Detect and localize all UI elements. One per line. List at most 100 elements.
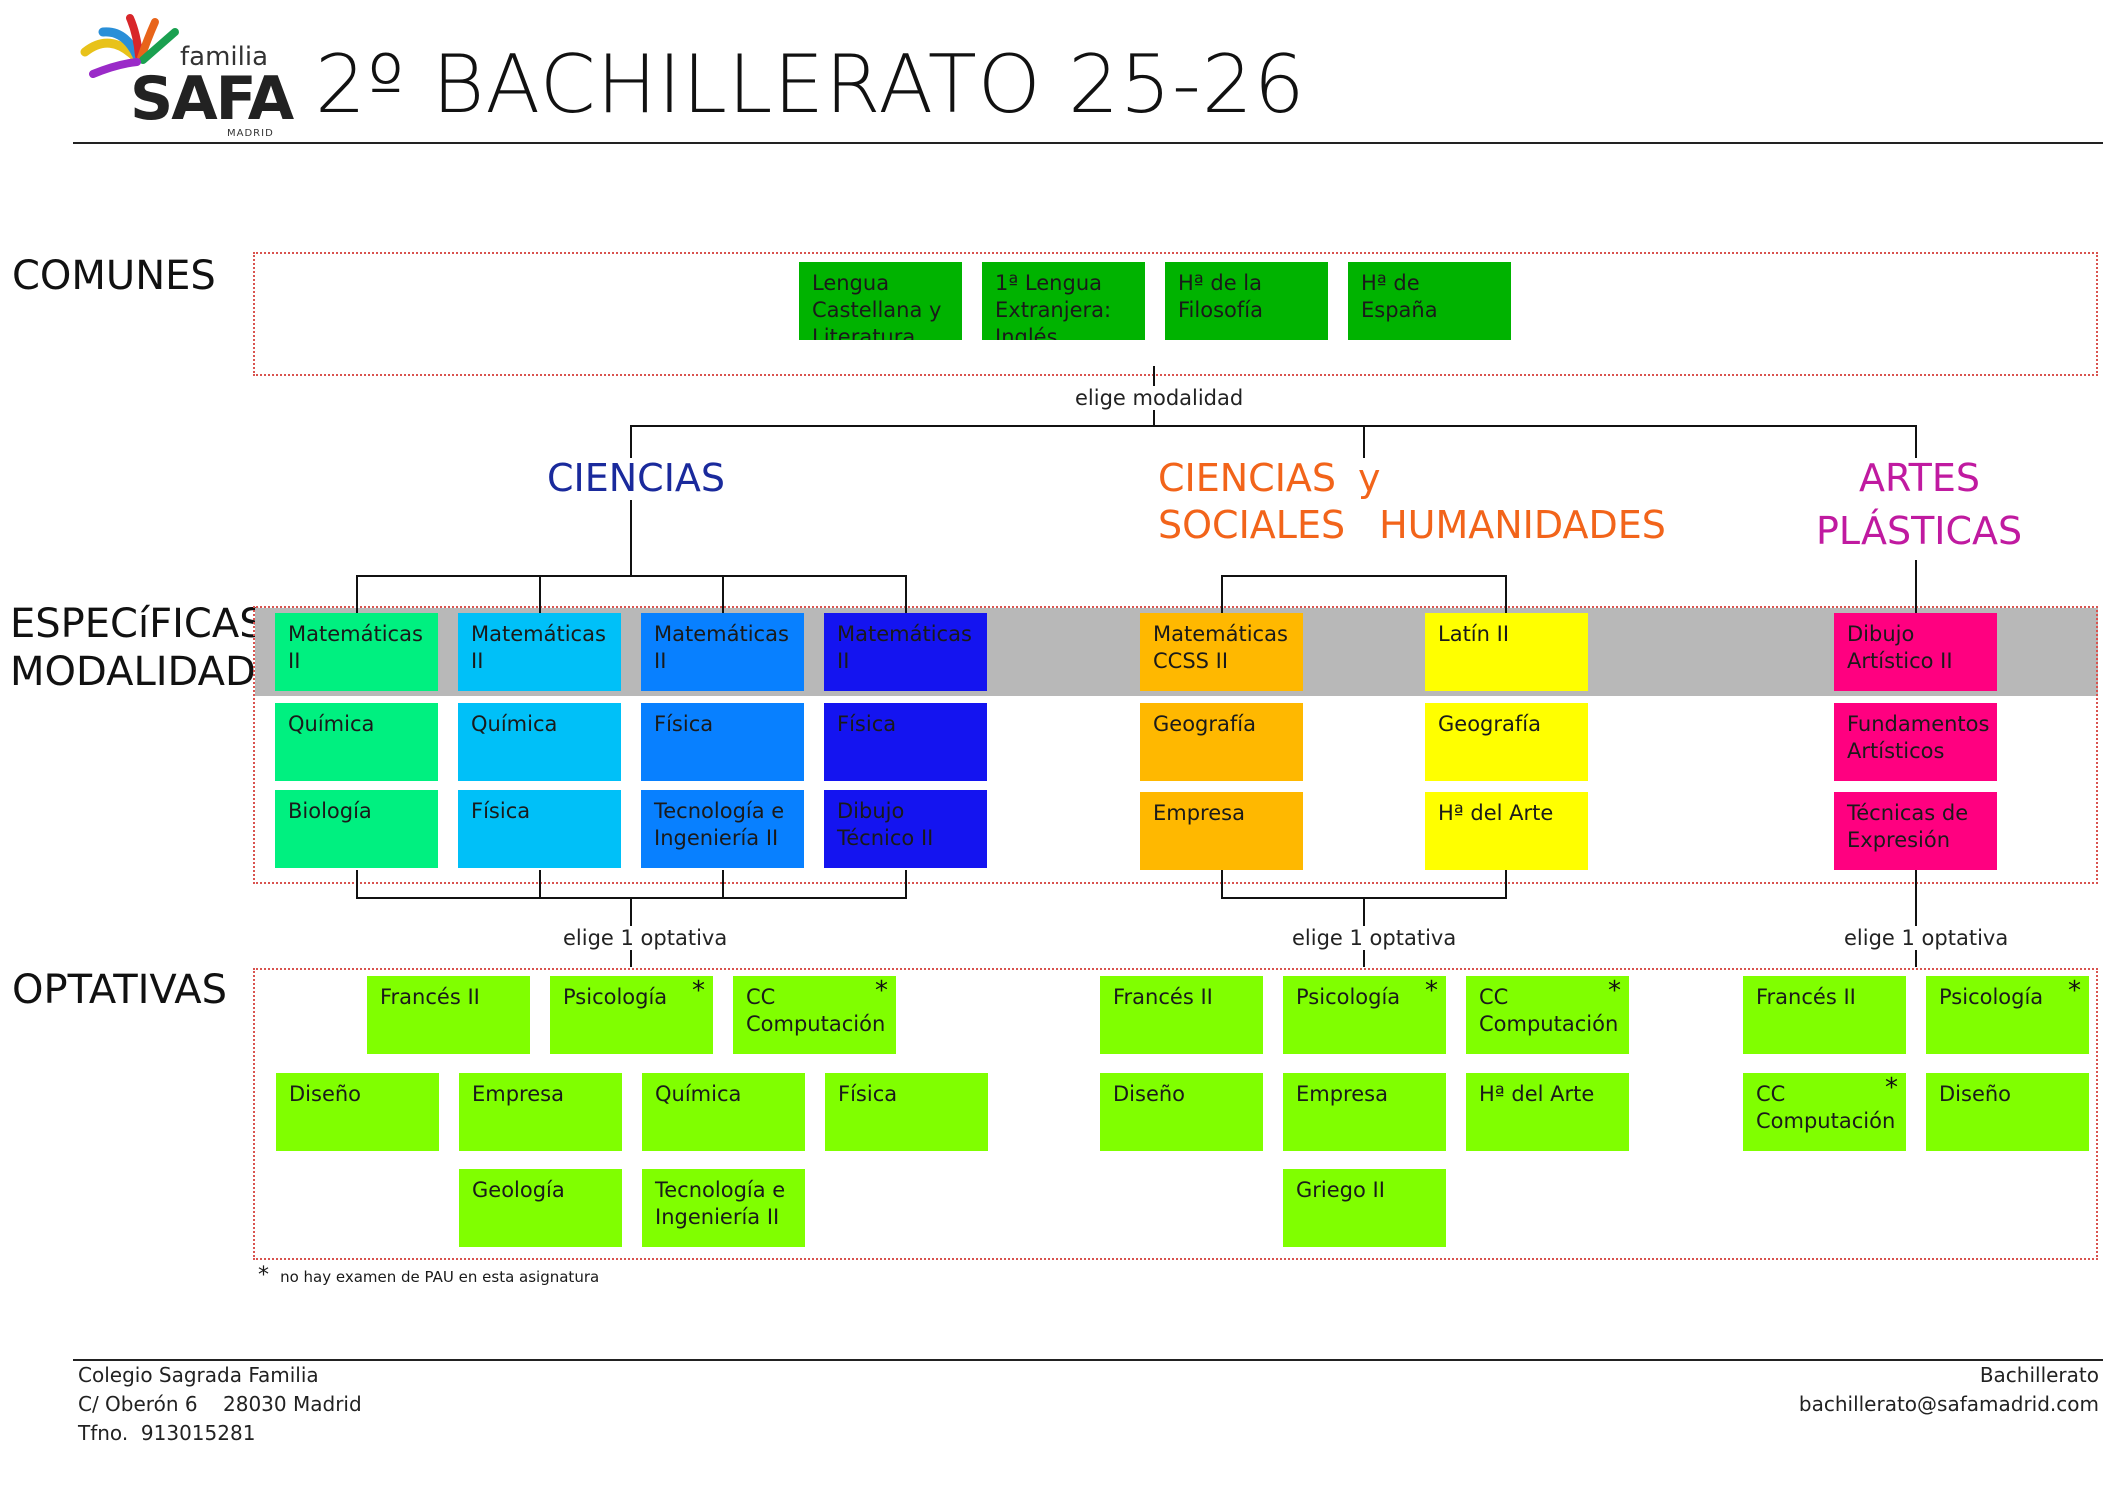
section-especificas-line1: ESPECíFICAS (10, 601, 265, 647)
esp-art-row2-label: Fundamentos Artísticos (1847, 712, 1990, 763)
esp-c1-row2-label: Química (288, 712, 375, 736)
comun-historia: Hª de España (1348, 262, 1511, 340)
opt-cie-diseno: Diseño (276, 1073, 439, 1151)
opt-art-frances: Francés II (1743, 976, 1906, 1054)
opt-cie-fisica: Física (825, 1073, 988, 1151)
connector-ciencias-drop (630, 425, 632, 458)
opt-ccss-historia-arte-label: Hª del Arte (1479, 1082, 1595, 1106)
footnote-star: * (258, 1263, 269, 1288)
esp-c1-row1: Matemáticas II (275, 613, 438, 691)
esp-c2-row1: Matemáticas II (458, 613, 621, 691)
esp-soc-row3: Empresa (1140, 792, 1303, 870)
safa-logo: familia SAFA MADRID (75, 12, 294, 140)
logo-familia-text: familia (180, 42, 269, 72)
esp-c2-row3-label: Física (471, 799, 531, 823)
opt-ccss-empresa-label: Empresa (1296, 1082, 1388, 1106)
connector-bottom-c3 (722, 870, 724, 899)
opt-cie-frances: Francés II (367, 976, 530, 1054)
opt-ccss-diseno: Diseño (1100, 1073, 1263, 1151)
section-optativas-label: OPTATIVAS (12, 967, 227, 1013)
connector-ciencias-c1 (356, 575, 358, 613)
opt-ccss-griego: Griego II (1283, 1169, 1446, 1247)
logo-brush-icon (80, 14, 179, 78)
connector-ccss-drop (1363, 425, 1365, 458)
esp-c3-row3-label: Tecnología e Ingeniería II (654, 799, 785, 850)
esp-c2-row2: Química (458, 703, 621, 781)
connector-bottom-c2 (539, 870, 541, 899)
opt-art-diseno: Diseño (1926, 1073, 2089, 1151)
opt-cie-empresa-label: Empresa (472, 1082, 564, 1106)
connector-ccss-bar (1221, 575, 1507, 577)
opt-art-diseno-label: Diseño (1939, 1082, 2012, 1106)
section-comunes-label: COMUNES (12, 253, 216, 299)
footnote-text: no hay examen de PAU en esta asignatura (280, 1268, 600, 1286)
opt-cie-computacion-star: * (875, 976, 888, 1006)
opt-art-computacion-label: CC Computación (1756, 1082, 1896, 1133)
esp-soc-row2: Geografía (1140, 703, 1303, 781)
opt-art-frances-label: Francés II (1756, 985, 1856, 1009)
esp-soc-row2-label: Geografía (1153, 712, 1256, 736)
logo-safa-text: SAFA (130, 64, 294, 134)
connector-bottom-hum (1505, 870, 1507, 899)
section-especificas-label: ESPECíFICAS MODALIDAD (10, 600, 265, 696)
opt-cie-empresa: Empresa (459, 1073, 622, 1151)
opt-cie-psicologia-star: * (692, 976, 705, 1006)
heading-ccss-y: y (1358, 456, 1381, 500)
elige-optativa-ciencias: elige 1 optativa (559, 926, 732, 950)
connector-bottom-c4 (905, 870, 907, 899)
opt-art-psicologia: Psicología* (1926, 976, 2089, 1054)
footer-dept: Bachillerato (1979, 1363, 2099, 1387)
opt-art-computacion-star: * (1885, 1073, 1898, 1103)
connector-ciencias-stem (630, 500, 632, 576)
opt-ccss-frances-label: Francés II (1113, 985, 1213, 1009)
esp-c4-row1-label: Matemáticas II (837, 622, 972, 673)
opt-art-computacion: CC Computación* (1743, 1073, 1906, 1151)
esp-c4-row2-label: Física (837, 712, 897, 736)
esp-art-row1-label: Dibujo Artístico II (1847, 622, 1953, 673)
connector-bottom-c1 (356, 870, 358, 899)
header-divider (73, 142, 2103, 144)
esp-hum-row1: Latín II (1425, 613, 1588, 691)
footer-left: Colegio Sagrada Familia C/ Oberón 6 2803… (78, 1361, 362, 1448)
comun-lengua: Lengua Castellana y Literatura (799, 262, 962, 340)
heading-artes-line2: PLÁSTICAS (1816, 509, 2023, 553)
connector-artes-drop (1915, 425, 1917, 458)
connector-ciencias-bar (356, 575, 906, 577)
esp-c4-row3-label: Dibujo Técnico II (837, 799, 934, 850)
connector-humanidades-drop (1505, 575, 1507, 613)
opt-ccss-psicologia-label: Psicología (1296, 985, 1401, 1009)
esp-hum-row1-label: Latín II (1438, 622, 1510, 646)
connector-bottom-artes-stem (1915, 870, 1917, 967)
especificas-frame (253, 606, 2098, 884)
elige-modalidad-label: elige modalidad (1071, 386, 1248, 410)
esp-soc-row1-label: Matemáticas CCSS II (1153, 622, 1288, 673)
comun-historia-label: Hª de España (1361, 271, 1438, 322)
opt-ccss-computacion: CC Computación* (1466, 976, 1629, 1054)
esp-c3-row1: Matemáticas II (641, 613, 804, 691)
footer-school: Colegio Sagrada Familia (78, 1363, 319, 1387)
opt-ccss-computacion-label: CC Computación (1479, 985, 1619, 1036)
footer-right: Bachillerato bachillerato@safamadrid.com (1799, 1361, 2099, 1419)
esp-art-row3: Técnicas de Expresión (1834, 792, 1997, 870)
comun-lengua-label: Lengua Castellana y Literatura (812, 271, 942, 340)
esp-c1-row3: Biología (275, 790, 438, 868)
opt-art-psicologia-star: * (2068, 976, 2081, 1006)
footer-address: C/ Oberón 6 28030 Madrid (78, 1392, 362, 1416)
opt-cie-psicologia-label: Psicología (563, 985, 668, 1009)
esp-art-row1: Dibujo Artístico II (1834, 613, 1997, 691)
comun-filosofia-label: Hª de la Filosofía (1178, 271, 1263, 322)
comunes-frame (253, 252, 2098, 376)
connector-bottom-soc (1221, 870, 1223, 899)
esp-c4-row2: Física (824, 703, 987, 781)
connector-sociales-drop (1221, 575, 1223, 613)
footer-email[interactable]: bachillerato@safamadrid.com (1798, 1392, 2099, 1416)
opt-ccss-computacion-star: * (1608, 976, 1621, 1006)
footer-phone: Tfno. 913015281 (78, 1421, 256, 1445)
heading-ccss-ciencias: CIENCIAS (1158, 456, 1337, 500)
esp-c2-row1-label: Matemáticas II (471, 622, 606, 673)
esp-soc-row3-label: Empresa (1153, 801, 1245, 825)
footer-divider (73, 1359, 2103, 1361)
opt-cie-tecnologia: Tecnología e Ingeniería II (642, 1169, 805, 1247)
connector-ciencias-c4 (905, 575, 907, 613)
